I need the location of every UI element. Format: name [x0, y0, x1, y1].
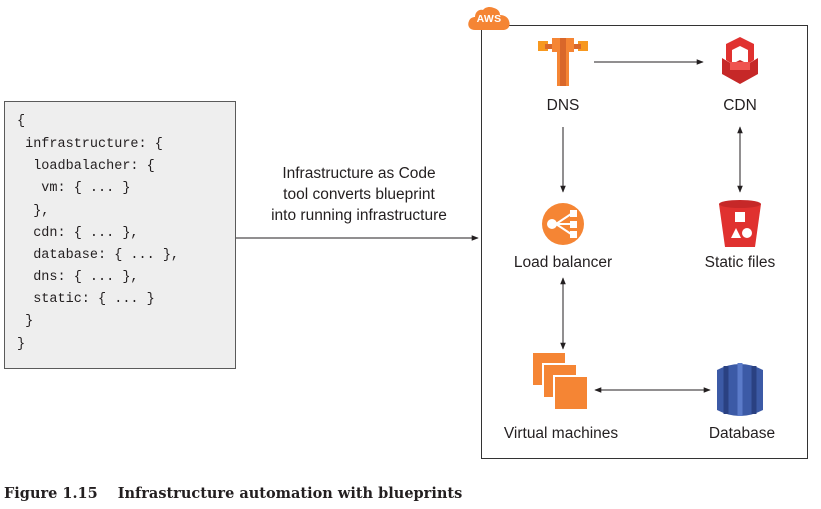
- virtual-machines-label: Virtual machines: [503, 425, 619, 442]
- blueprint-code-box: { infrastructure: { loadbalacher: { vm: …: [4, 101, 236, 369]
- flow-label-line: into running infrastructure: [271, 207, 447, 224]
- static-files-label: Static files: [704, 254, 776, 271]
- code-line: loadbalacher: {: [17, 159, 155, 174]
- database-label: Database: [708, 425, 776, 442]
- dns-label: DNS: [546, 97, 580, 114]
- flow-label-line: Infrastructure as Code: [282, 165, 436, 182]
- aws-badge-label: AWS: [476, 13, 502, 25]
- code-line: infrastructure: {: [17, 137, 163, 152]
- aws-cloud-icon: [468, 6, 510, 30]
- code-line: vm: { ... }: [17, 181, 131, 196]
- figure-number: Figure 1.15: [4, 485, 98, 502]
- code-line: static: { ... }: [17, 292, 155, 307]
- code-line: dns: { ... },: [17, 270, 139, 285]
- load-balancer-label: Load balancer: [513, 254, 613, 271]
- figure-caption: Figure 1.15 Infrastructure automation wit…: [4, 485, 462, 502]
- code-line: cdn: { ... },: [17, 226, 139, 241]
- code-line: database: { ... },: [17, 248, 180, 263]
- aws-cloud-frame: [481, 25, 808, 459]
- iac-flow-label: Infrastructure as Code tool converts blu…: [245, 163, 473, 226]
- code-line: {: [17, 114, 26, 129]
- code-line: }: [17, 314, 34, 329]
- aws-badge: AWS: [466, 6, 512, 32]
- cdn-label: CDN: [723, 97, 757, 114]
- code-line: }: [17, 337, 26, 352]
- figure-title: Infrastructure automation with blueprint…: [117, 485, 463, 502]
- flow-label-line: tool converts blueprint: [283, 186, 435, 203]
- code-line: },: [17, 204, 50, 219]
